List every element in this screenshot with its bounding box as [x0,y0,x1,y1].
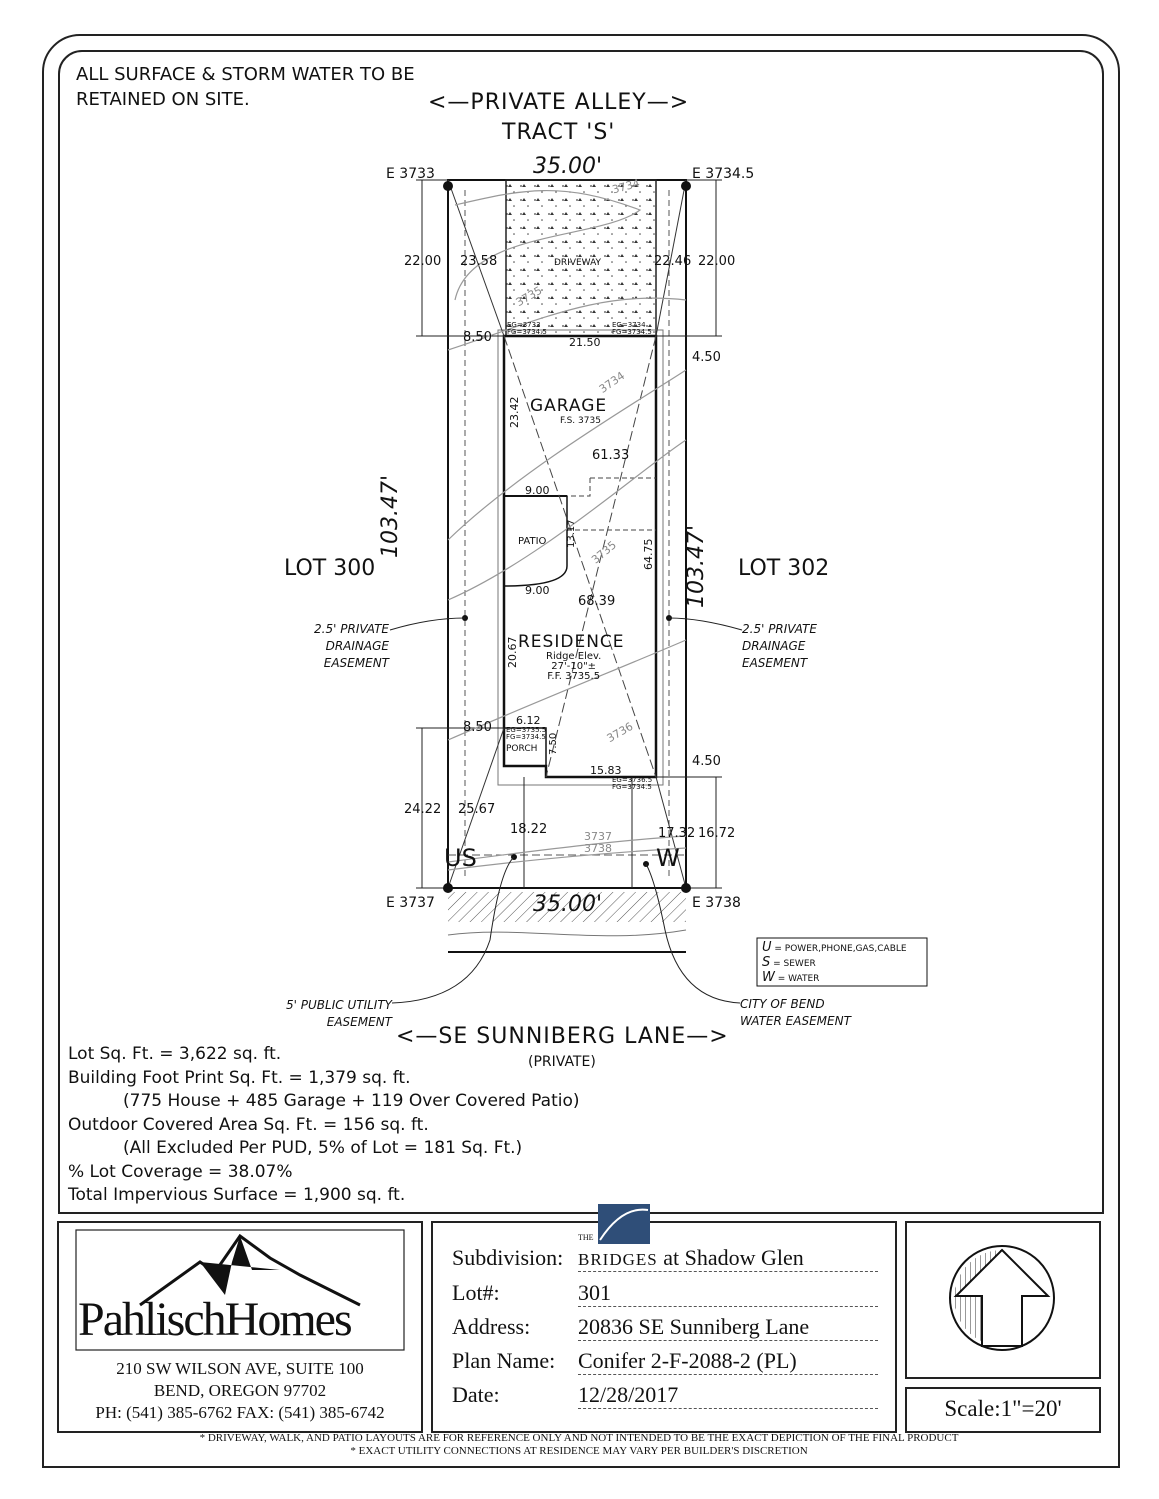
dim-front-mid-left: 18.22 [510,822,548,837]
contour-label: 3738 [584,842,612,855]
dim-front-left-a: 24.22 [404,802,442,817]
corner-monument [443,181,453,191]
dim-patio-depth: 13.17 [566,519,577,548]
dim-front-right: 16.72 [698,826,736,841]
sheet-border [42,34,1120,1468]
dim-residence-depth: 64.75 [642,538,655,571]
private-alley-label: <—PRIVATE ALLEY—> [428,90,690,115]
dim-garage-depth: 23.42 [508,396,521,429]
dim-drive-right-b: 22.00 [698,254,736,269]
utility-legend: U = POWER,PHONE,GAS,CABLE S = SEWER W = … [762,940,907,985]
utility-mark-us: US [444,844,477,872]
elev-bottom-right: E 3738 [692,895,741,911]
porch-label: PORCH [506,744,538,754]
dim-setback-right-top: 4.50 [692,350,721,365]
sidewalk-hatch [448,892,686,922]
depth-left: 103.47' [378,474,403,558]
scale-label: Scale:1"=20' [944,1396,1062,1421]
company-logo-text: PahlischHomes [78,1293,353,1346]
utility-mark-w: W [656,844,680,872]
frontage-top: 35.00' [533,154,603,179]
dim-diag-upper: 61.33 [592,448,630,463]
corner-monument [443,883,453,893]
elev-top-left: E 3733 [386,166,435,182]
corner-monument [681,883,691,893]
plan-border [58,50,1104,1214]
dim-drive-right-a: 22.46 [654,254,692,269]
dim-drive-left-a: 22.00 [404,254,442,269]
elev-top-right: E 3734.5 [692,166,755,182]
dim-drive-left-b: 23.58 [460,254,498,269]
lot-302-label: LOT 302 [738,556,830,581]
dim-front-mid-right: 17.32 [658,826,696,841]
garage-label: GARAGE [530,396,608,416]
dim-setback-left-top: 8.50 [463,330,492,345]
lot-300-label: LOT 300 [284,556,376,581]
disclaimers: * DRIVEWAY, WALK, AND PATIO LAYOUTS ARE … [199,1432,959,1457]
company-address: 210 SW WILSON AVE, SUITE 100 BEND, OREGO… [95,1359,385,1422]
patio-outline [503,496,568,587]
garage-fs: F.S. 3735 [560,416,601,426]
contour-label: 3737 [584,830,612,843]
bridges-logo [598,1204,650,1244]
dim-patio-width-bottom: 9.00 [525,584,550,597]
dim-diag-lower: 68.39 [578,594,616,609]
lot-statistics: Lot Sq. Ft. = 3,622 sq. ft. Building Foo… [68,1044,580,1205]
private-road-label: (PRIVATE) [528,1054,596,1070]
dim-porch-width: 6.12 [516,714,541,727]
ridge-elevation: Ridge Elev. 27'-10"± F.F. 3735.5 [546,651,602,682]
bridges-the: THE [578,1233,594,1242]
north-circle [949,1245,1055,1351]
storm-water-note: ALL SURFACE & STORM WATER TO BE RETAINED… [76,64,415,110]
frontage-bottom: 35.00' [533,892,603,917]
dim-patio-width-top: 9.00 [525,484,550,497]
north-label: N [987,1290,988,1291]
dim-garage-width: 21.50 [569,336,601,349]
tract-label: TRACT 'S' [502,120,616,145]
dim-res-rear-width: 15.83 [590,764,622,777]
legend-box [756,937,928,987]
dim-setback-left-bottom: 8.50 [463,720,492,735]
corner-monument [681,181,691,191]
residence-label: RESIDENCE [518,632,625,652]
dim-setback-right-bottom: 4.50 [692,754,721,769]
patio-label: PATIO [518,536,547,547]
north-arrow [953,1248,1051,1347]
driveway-label: DRIVEWAY [554,258,602,268]
dim-porch-depth: 7.50 [548,732,559,755]
elev-bottom-left: E 3737 [386,895,435,911]
depth-right: 103.47' [684,524,709,608]
porch-outline [503,727,547,767]
driveway [505,179,657,337]
sunniberg-lane-label: <—SE SUNNIBERG LANE—> [396,1024,729,1049]
dim-front-left-b: 25.67 [458,802,496,817]
